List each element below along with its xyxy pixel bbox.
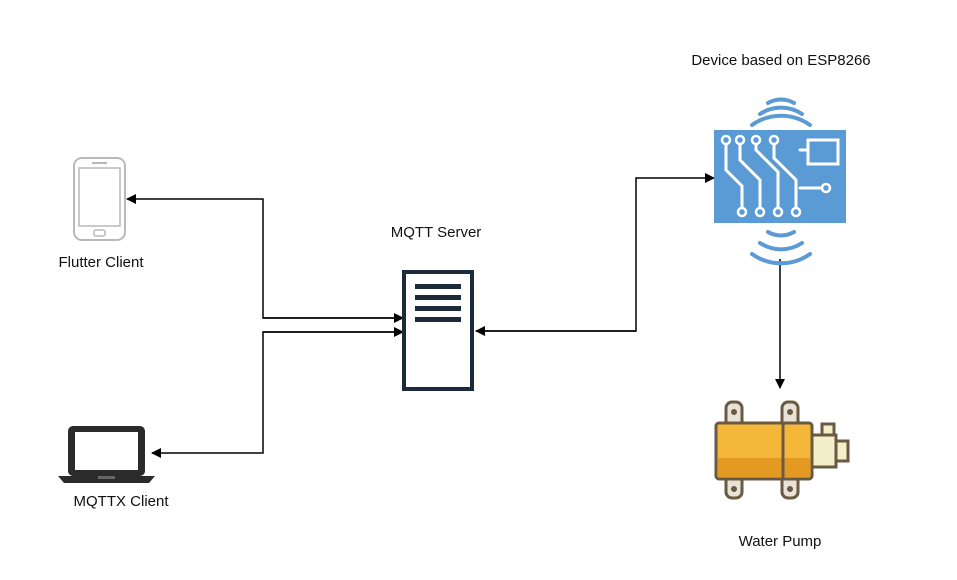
device-label: Device based on ESP8266	[691, 52, 871, 69]
iot-chip-wireless-icon	[714, 97, 846, 266]
water-pump-label: Water Pump	[738, 533, 822, 550]
mqtt-server-label: MQTT Server	[390, 224, 482, 241]
laptop-icon	[58, 426, 155, 483]
smartphone-icon	[73, 157, 126, 241]
server-icon	[402, 270, 474, 391]
water-pump-icon	[714, 400, 850, 500]
mqttx-client-label: MQTTX Client	[73, 493, 169, 510]
edge-server-to-mqttx	[151, 331, 403, 458]
edge-server-to-device	[476, 173, 715, 332]
flutter-client-label: Flutter Client	[58, 254, 144, 271]
edge-server-to-flutter	[126, 194, 403, 319]
connectors	[126, 173, 785, 458]
